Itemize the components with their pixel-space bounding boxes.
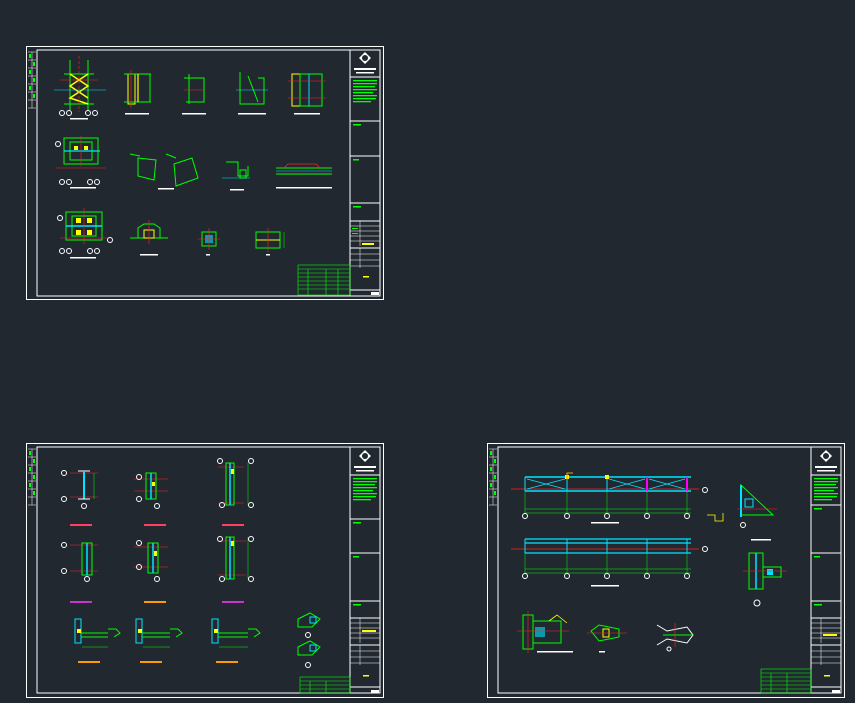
inner-frame: [36, 49, 381, 297]
detail-roof-panel: [276, 163, 332, 189]
detail-column-bracket: [743, 552, 787, 607]
drawing-sheet-3[interactable]: [487, 443, 845, 698]
detail-splice-plate: [255, 228, 285, 256]
detail-bracket-pair: [297, 612, 321, 668]
detail-knee-brace: [129, 153, 199, 190]
drawing-sheet-2[interactable]: [26, 443, 384, 698]
detail-beam-column-joint: [54, 56, 106, 120]
detail-gusset-connection: [707, 483, 777, 541]
inner-frame: [497, 446, 842, 694]
detail-beam-seat-2: [135, 618, 183, 663]
section-column-6: [217, 536, 254, 603]
sheet-2-canvas: [26, 443, 384, 698]
detail-base-plate-plan: [55, 136, 106, 189]
outer-frame: [26, 46, 384, 300]
truss-elevation-upper: [511, 472, 708, 524]
detail-column-plan: [198, 228, 220, 256]
detail-column-splice-3: [236, 72, 268, 115]
title-block: [349, 50, 380, 296]
binding-strip-text: [29, 54, 35, 98]
drawing-sheet-1[interactable]: [26, 46, 384, 300]
detail-column-cap: [517, 611, 573, 653]
section-column-2: [134, 472, 168, 526]
sheet-1-canvas: [26, 46, 384, 300]
material-table: [297, 264, 351, 296]
section-column-5: [134, 540, 168, 603]
binding-strip: [28, 51, 36, 109]
title-block: [349, 447, 380, 693]
title-block: [810, 447, 841, 693]
outer-frame: [487, 443, 845, 698]
truss-elevation-lower: [511, 538, 708, 587]
binding-strip: [489, 448, 497, 506]
outer-frame: [26, 443, 384, 698]
detail-column-splice-2: [182, 74, 206, 115]
material-table: [760, 668, 812, 694]
binding-strip: [28, 448, 36, 506]
detail-beam-seat-3: [211, 618, 261, 663]
detail-beam-seat-1: [74, 618, 121, 663]
detail-anchor-section: [130, 220, 168, 256]
detail-brace-end: [587, 624, 627, 653]
section-column-4: [61, 542, 98, 603]
sheet-3-canvas: [487, 443, 845, 698]
detail-purlin-cleat: [222, 161, 250, 191]
inner-frame: [36, 446, 381, 694]
detail-column-splice-4: [288, 73, 326, 115]
section-column-3: [217, 458, 254, 526]
material-table: [299, 676, 351, 694]
detail-base-plate-2: [57, 208, 113, 259]
section-column-1: [61, 470, 98, 526]
detail-bolt-group: [656, 623, 694, 652]
detail-column-splice-1: [124, 70, 151, 115]
